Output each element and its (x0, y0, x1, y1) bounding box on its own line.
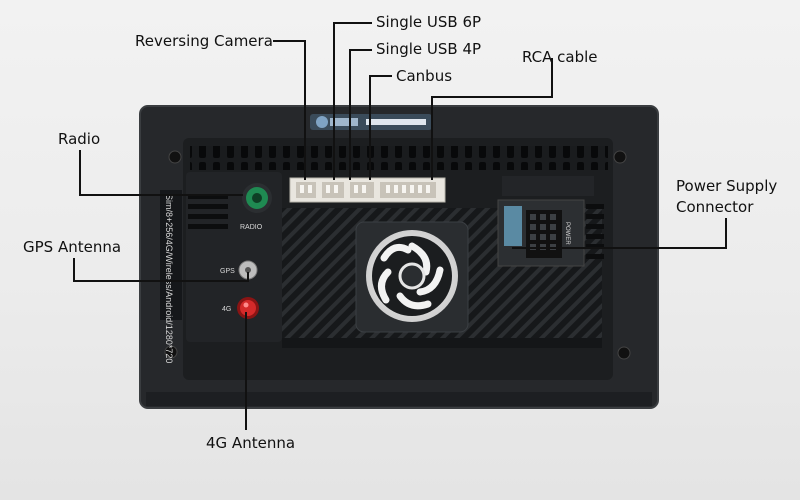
power-connector-key (504, 206, 522, 246)
rear-connector-block (289, 177, 446, 203)
radio-port-print: RADIO (240, 224, 263, 231)
screw-top-right (613, 150, 627, 164)
label-radio: Radio (58, 130, 101, 148)
power-connector (497, 176, 604, 267)
leader-power-supply (512, 218, 727, 249)
brand-logo-icon (316, 116, 328, 128)
leader-reversing-camera (273, 40, 306, 180)
gps-jack (238, 260, 258, 280)
top-vent-slots (190, 146, 608, 170)
label-power-supply-line2: Connector (676, 198, 754, 216)
antenna-panel: Sim/8+256/4G/Wireless/Android/1280*720 (160, 172, 282, 363)
label-rca-cable: RCA cable (522, 48, 598, 66)
cooling-fan (355, 221, 469, 333)
leader-lines (73, 22, 727, 430)
label-4g-antenna: 4G Antenna (206, 434, 296, 452)
label-power-supply-line1: Power Supply (676, 177, 778, 195)
radio-jack (242, 183, 272, 213)
screw-bottom-left (164, 345, 178, 359)
screw-bottom-right (617, 346, 631, 360)
leader-single-usb-4p (349, 49, 372, 180)
leader-single-usb-6p (333, 22, 372, 180)
leader-radio (79, 150, 243, 196)
screw-top-left (168, 150, 182, 164)
label-single-usb-4p: Single USB 4P (376, 40, 482, 58)
leader-gps-antenna (73, 258, 249, 282)
label-canbus: Canbus (396, 67, 453, 85)
power-port-print: POWER (564, 222, 570, 245)
label-gps-antenna: GPS Antenna (23, 238, 122, 256)
label-reversing-camera: Reversing Camera (135, 32, 273, 50)
port-4g-print: 4G (222, 306, 231, 313)
side-spec-print: Sim/8+256/4G/Wireless/Android/1280*720 (164, 194, 174, 363)
antenna-4g-jack (237, 297, 259, 319)
leader-canbus (369, 75, 392, 180)
label-single-usb-6p: Single USB 6P (376, 13, 482, 31)
leader-rca-cable (431, 58, 553, 180)
gps-port-print: GPS (220, 268, 235, 275)
